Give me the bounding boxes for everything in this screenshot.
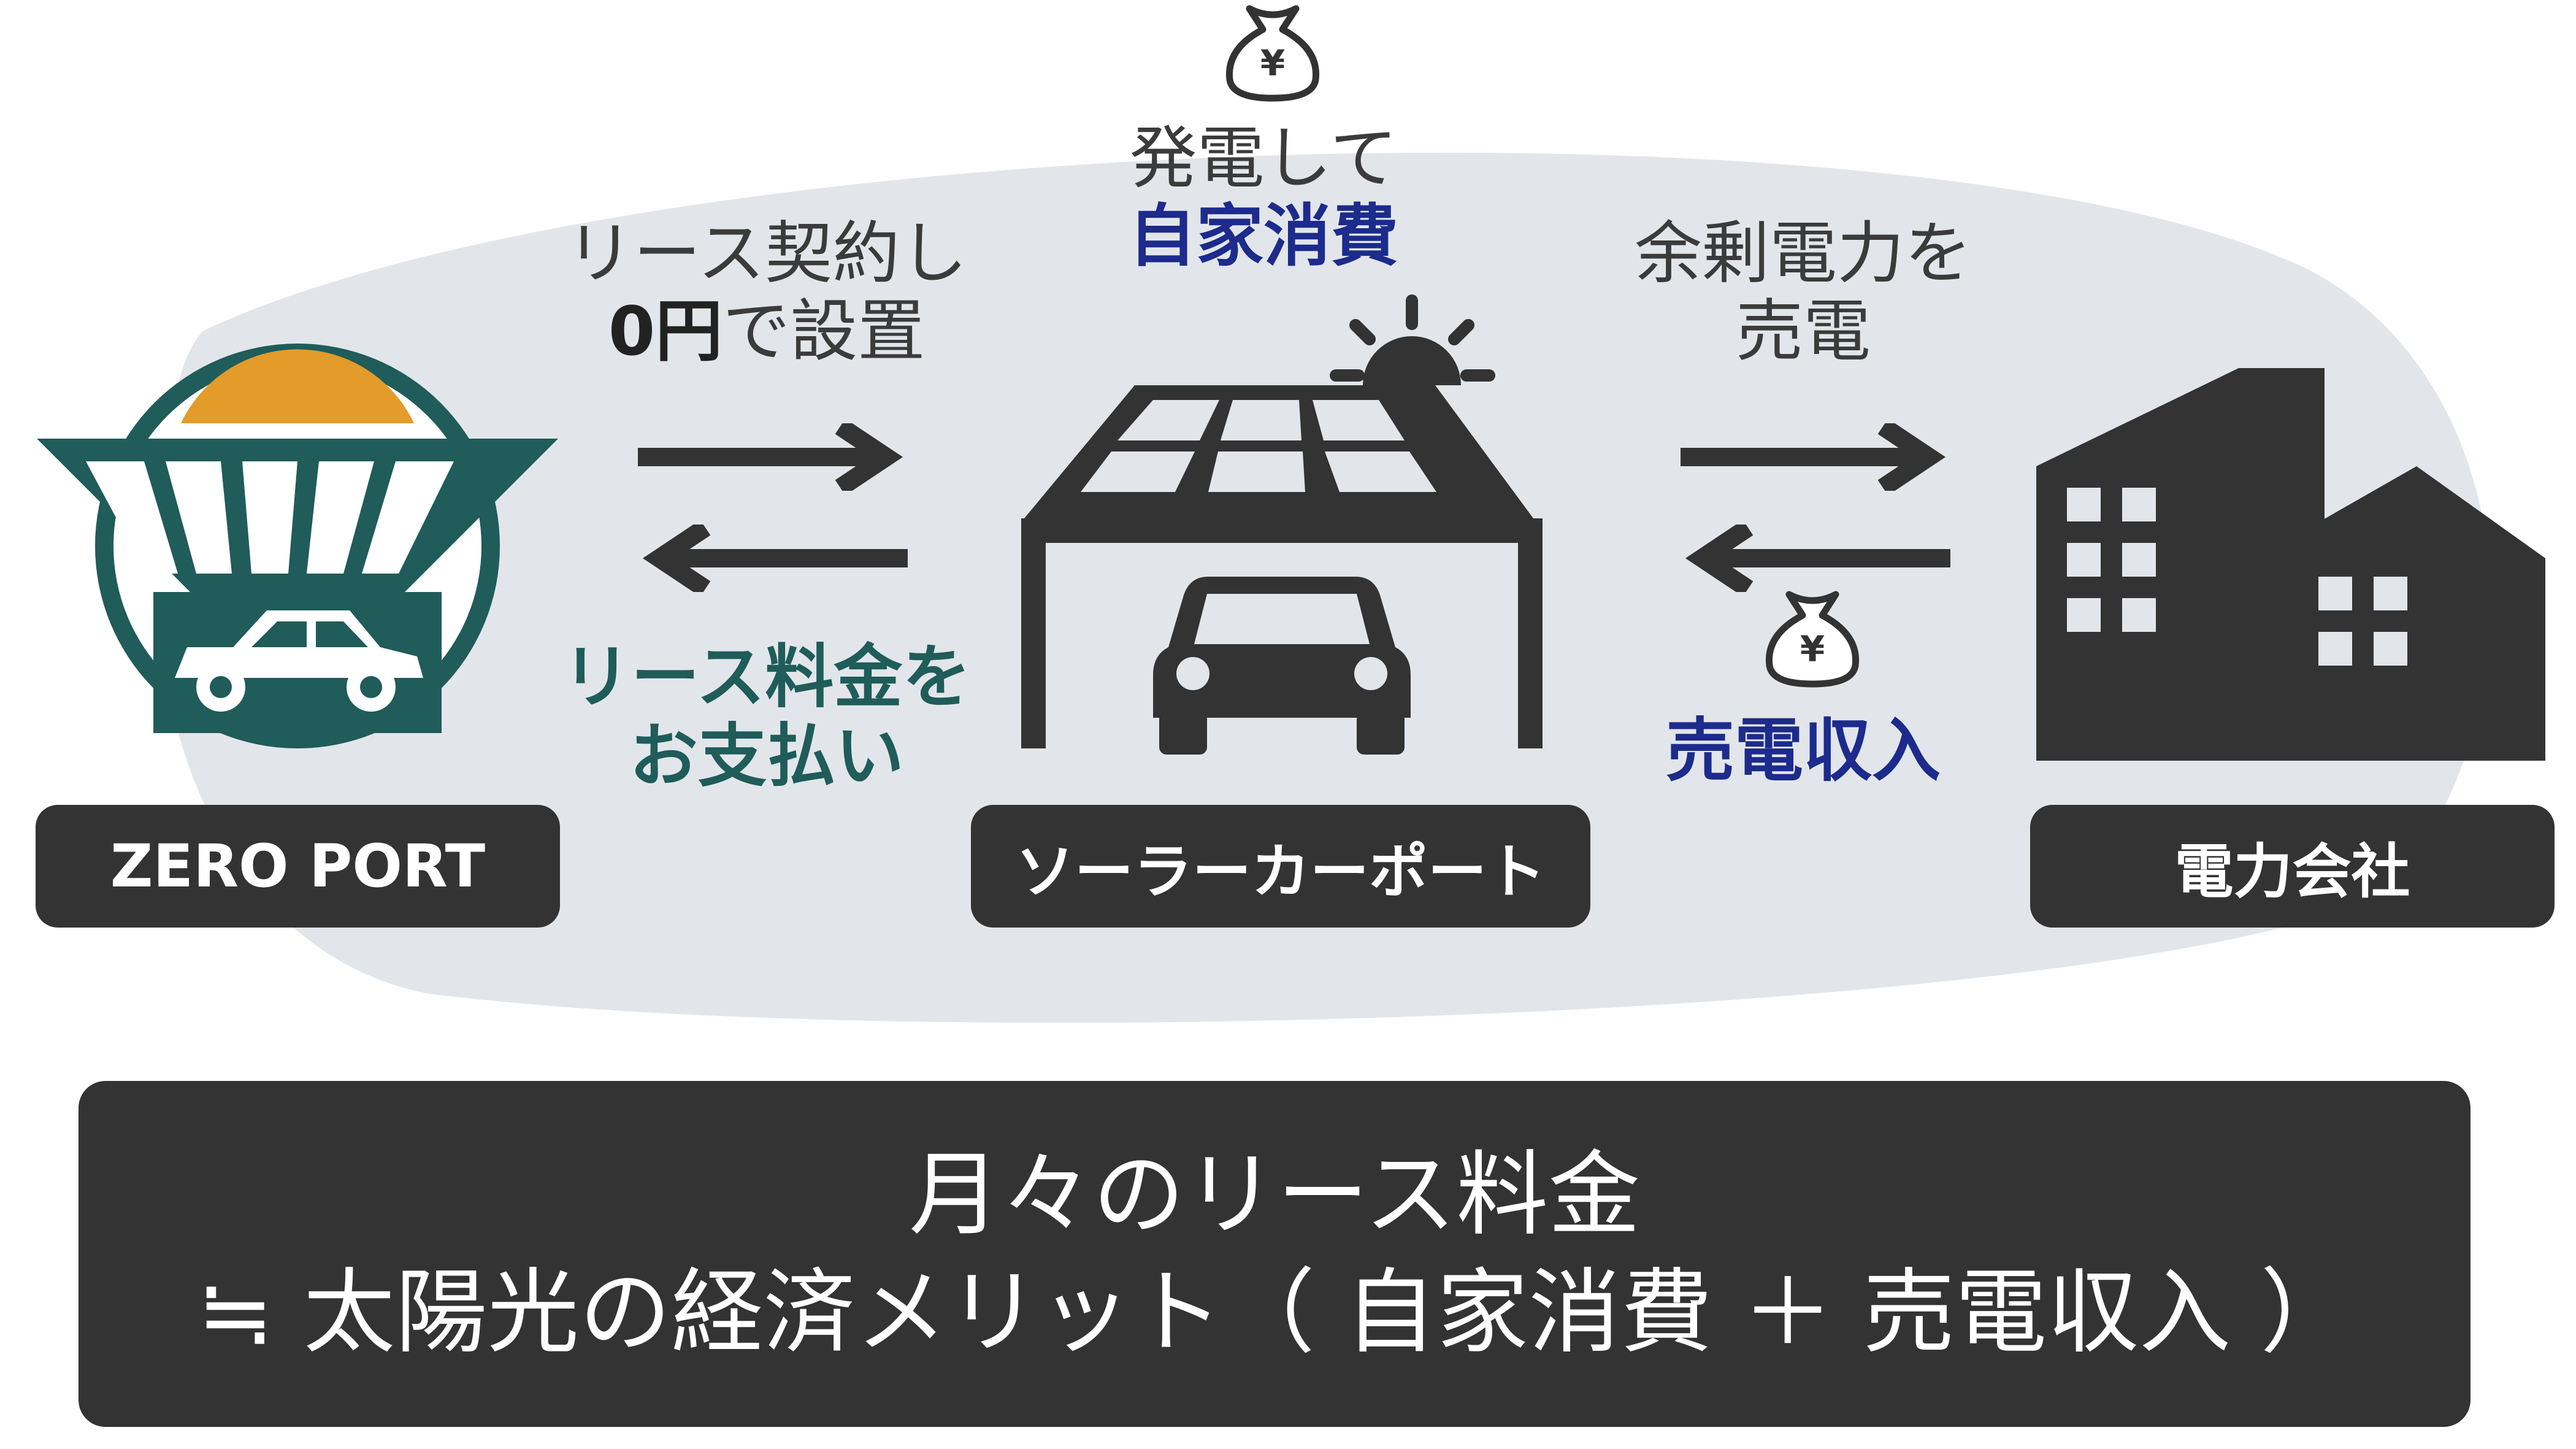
arrow-right-to-carport xyxy=(638,423,903,491)
arrow-left-to-zeroport xyxy=(642,525,908,592)
self-use-line2: 自家消費 xyxy=(1129,196,1398,275)
arrow-left-to-carport xyxy=(1685,525,1950,592)
solar-carport-icon xyxy=(1021,294,1543,755)
yen-symbol: ¥ xyxy=(1260,42,1286,84)
lease-contract-line2: 0円で設置 xyxy=(515,291,1018,371)
lease-payment-text: リース料金を お支払い xyxy=(515,638,1018,796)
zero-yen-text: 0円 xyxy=(608,291,723,371)
summary-banner: 月々のリース料金 ≒ 太陽光の経済メリット（ 自家消費 ＋ 売電収入 ） xyxy=(79,1081,2471,1427)
sales-income-text: 売電収入 xyxy=(1666,711,1941,791)
lease-payment-line2: お支払い xyxy=(629,716,904,796)
summary-line1: 月々のリース料金 xyxy=(908,1142,1641,1248)
self-use-line1: 発電して xyxy=(1129,119,1398,198)
install-text: で設置 xyxy=(723,291,926,371)
lease-contract-line1: リース契約し xyxy=(565,214,968,293)
surplus-text: 余剰電力を 売電 xyxy=(1552,215,2055,370)
surplus-line1: 余剰電力を xyxy=(1635,214,1972,293)
lease-payment-line1: リース料金を xyxy=(562,637,972,717)
self-use-text: 発電して 自家消費 xyxy=(1012,120,1515,275)
money-bag-icon: ¥ xyxy=(1751,586,1874,690)
surplus-line2: 売電 xyxy=(1736,291,1871,371)
zero-port-label: ZERO PORT xyxy=(36,805,560,928)
power-company-label: 電力会社 xyxy=(2030,805,2555,928)
solar-carport-label: ソーラーカーポート xyxy=(971,805,1590,928)
building-icon xyxy=(2036,368,2545,761)
lease-contract-text: リース契約し 0円で設置 xyxy=(515,215,1018,370)
zero-port-logo xyxy=(37,344,558,748)
money-bag-icon: ¥ xyxy=(1211,0,1334,104)
arrow-right-to-company xyxy=(1681,423,1946,491)
summary-line2: ≒ 太陽光の経済メリット（ 自家消費 ＋ 売電収入 ） xyxy=(196,1259,2353,1366)
yen-symbol: ¥ xyxy=(1800,628,1825,670)
sun-icon xyxy=(1330,294,1495,382)
